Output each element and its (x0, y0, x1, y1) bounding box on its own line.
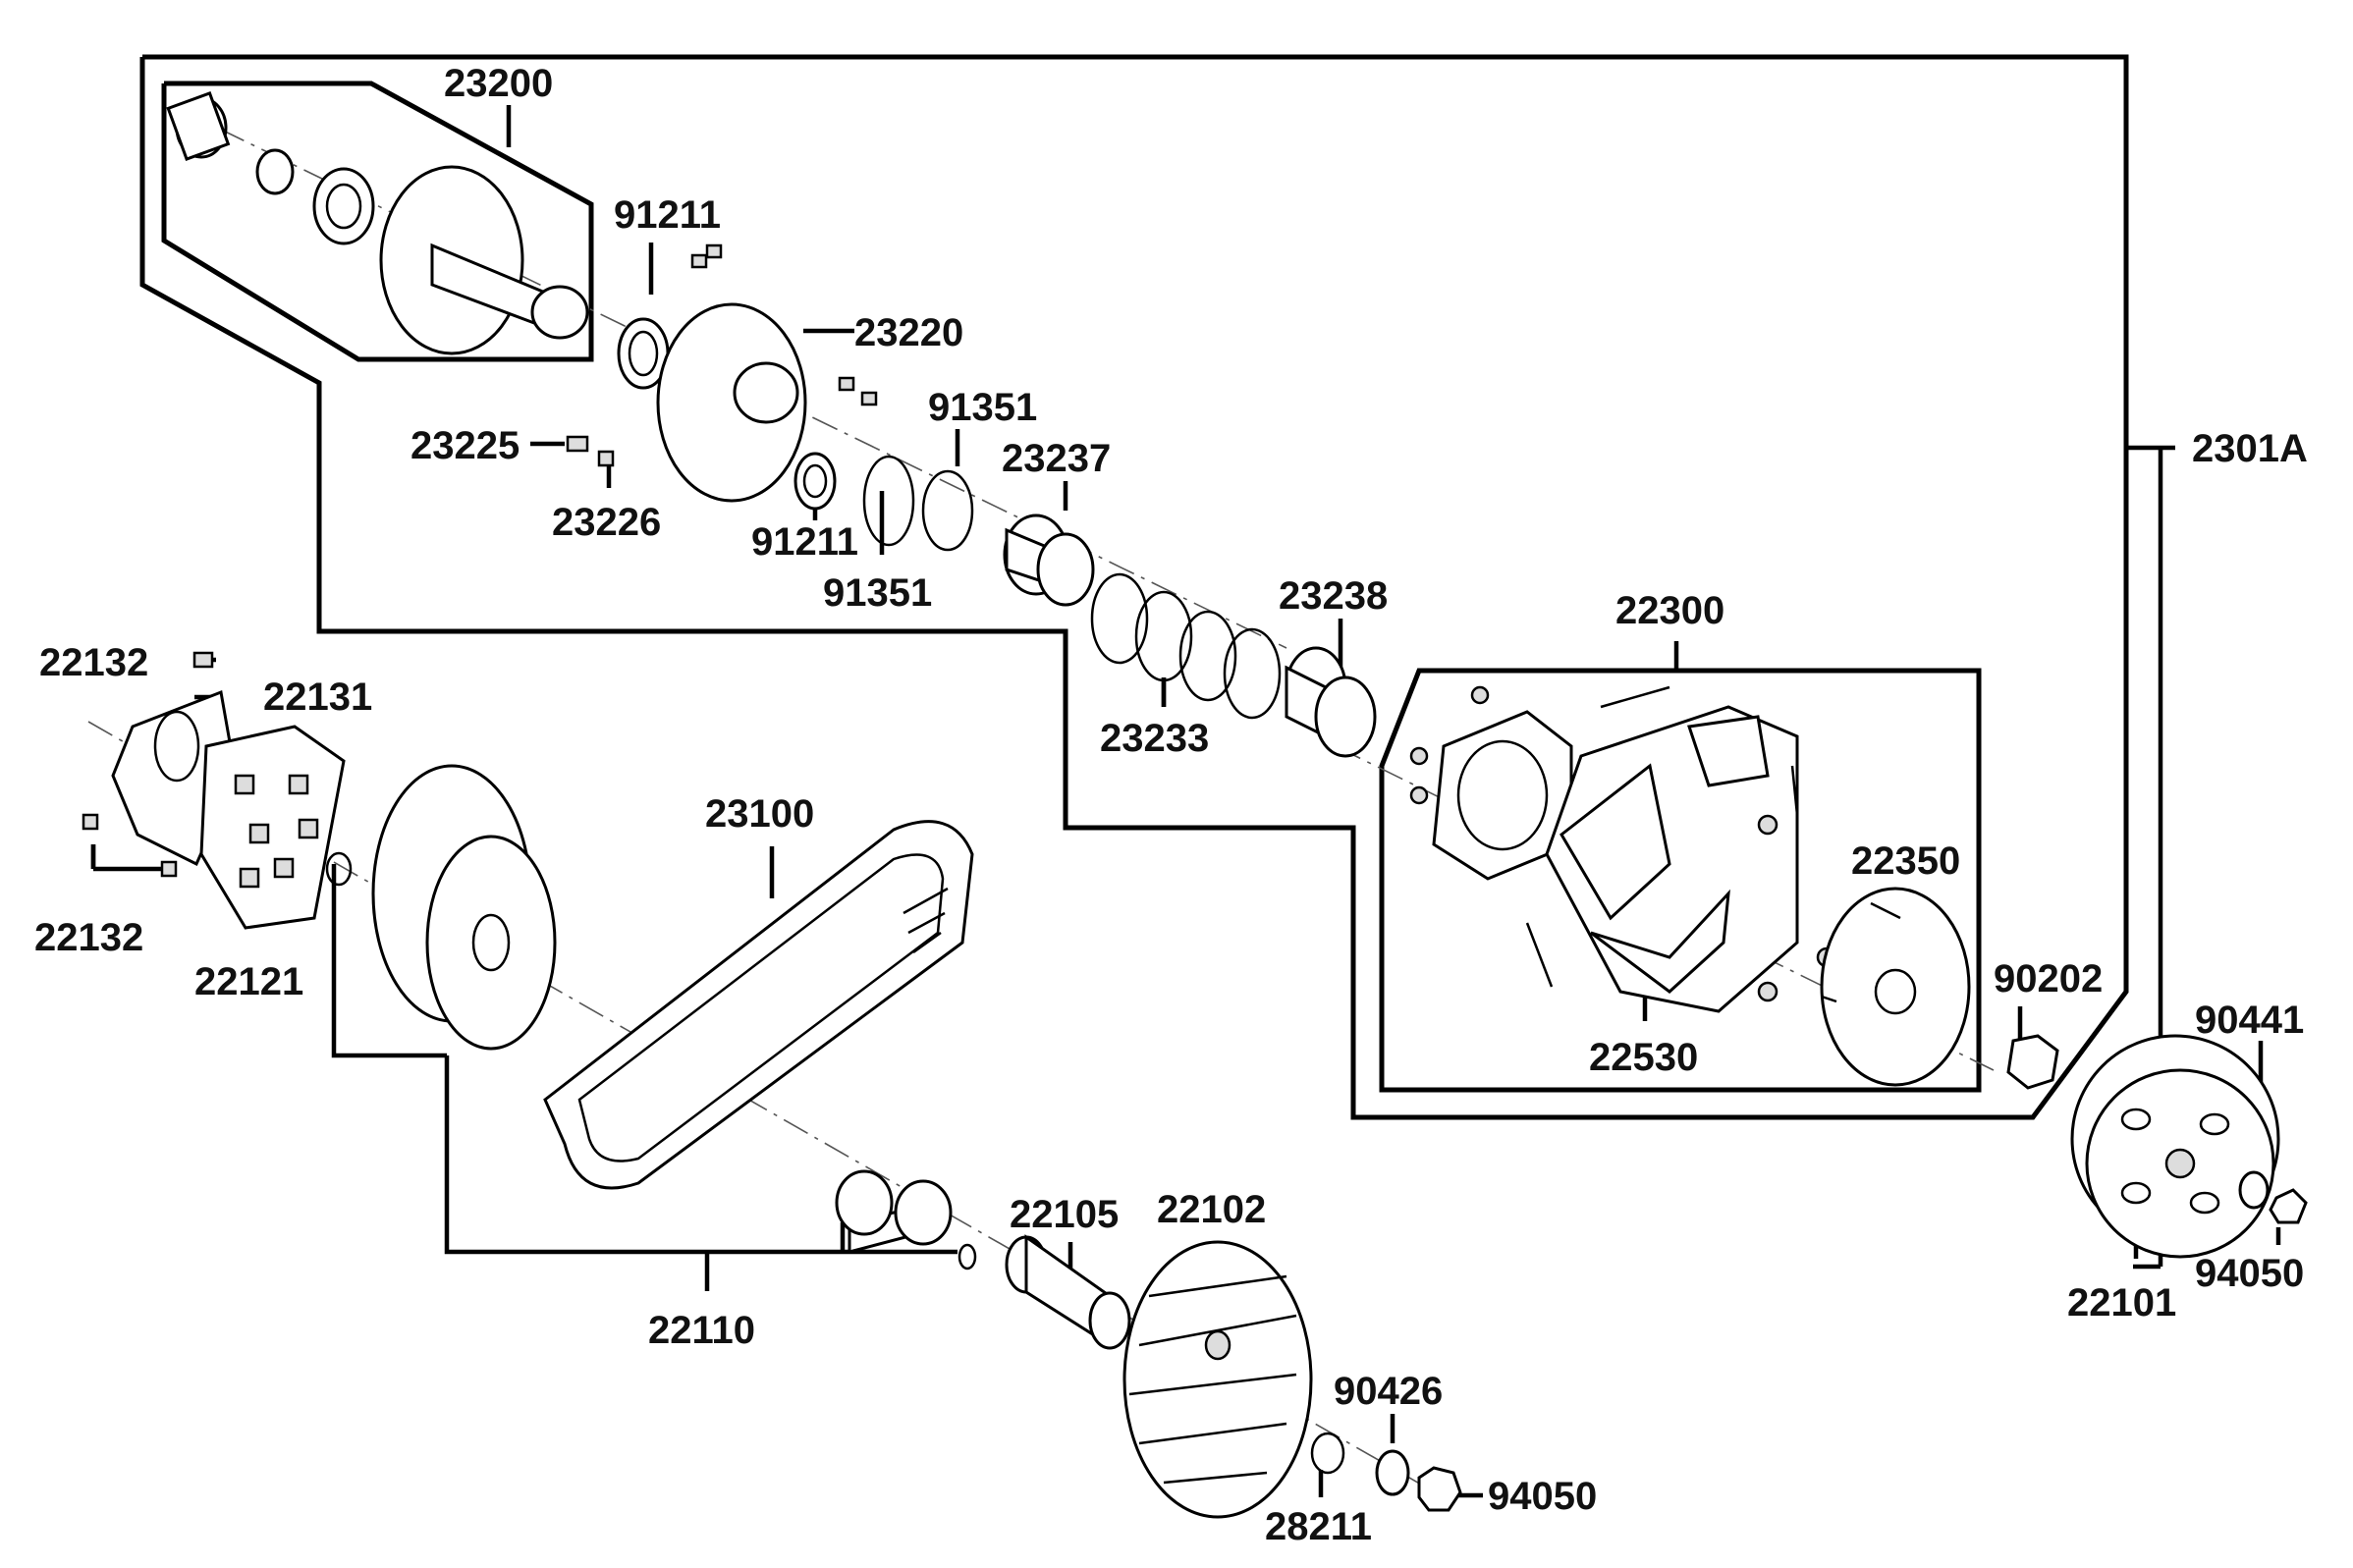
part-22121-rollers (82, 725, 353, 930)
label-23233: 23233 (1100, 717, 1209, 760)
label-28211: 28211 (1265, 1505, 1372, 1548)
part-23238-cup (1285, 646, 1377, 758)
part-23233-spring (1090, 572, 1282, 720)
label-91211-lower: 91211 (751, 520, 858, 564)
group-2301A-outline (139, 54, 2129, 1120)
group-22300-outline (1379, 668, 1982, 1093)
label-90441: 90441 (2195, 999, 2304, 1042)
label-94050-bottom: 94050 (1488, 1475, 1597, 1518)
part-23100-belt (543, 820, 974, 1190)
label-22131: 22131 (263, 676, 372, 719)
label-23100: 23100 (705, 792, 814, 836)
group-23200-outline (161, 81, 594, 362)
part-22350-plate (1820, 887, 1971, 1087)
callout-labels: 23200 91211 23220 91351 23225 23226 9121… (34, 62, 2308, 1548)
label-23237: 23237 (1002, 437, 1111, 480)
label-22101: 22101 (2067, 1281, 2176, 1325)
label-22132-top: 22132 (39, 641, 148, 684)
label-22350: 22350 (1851, 839, 1960, 883)
part-22105-bushing (1005, 1234, 1131, 1350)
part-91351-orings (862, 455, 974, 552)
label-2301A: 2301A (2192, 427, 2308, 470)
label-91351-upper: 91351 (928, 386, 1037, 429)
part-22101-housing (2070, 1034, 2280, 1259)
part-91211-seal (617, 317, 837, 511)
label-22132-bottom: 22132 (34, 916, 143, 959)
label-23238: 23238 (1279, 574, 1388, 618)
label-94050-right: 94050 (2195, 1252, 2304, 1295)
label-23200: 23200 (444, 62, 553, 105)
label-91351-lower: 91351 (823, 571, 932, 615)
label-23226: 23226 (552, 501, 661, 544)
label-23220: 23220 (854, 311, 963, 354)
label-91211-upper: 91211 (614, 193, 721, 237)
label-22105: 22105 (1010, 1193, 1119, 1236)
label-22530: 22530 (1589, 1036, 1698, 1079)
label-23225: 23225 (410, 424, 520, 467)
label-22110: 22110 (648, 1309, 755, 1352)
label-22121: 22121 (194, 960, 303, 1003)
part-90202-nut (2006, 1034, 2059, 1090)
part-23220-sheave (656, 243, 878, 503)
part-22102-fan (1122, 1240, 1313, 1519)
part-23237-collar (1003, 514, 1095, 607)
label-90426: 90426 (1334, 1370, 1443, 1413)
label-22300: 22300 (1615, 589, 1724, 632)
part-90426-washer-nut (1310, 1432, 1462, 1512)
part-23200-assembly (166, 91, 589, 355)
part-22300-clutch (1409, 685, 1837, 1013)
part-22110-pulley (371, 764, 977, 1271)
part-23225-pin (566, 435, 615, 467)
label-22102: 22102 (1157, 1188, 1266, 1231)
label-90202: 90202 (1994, 957, 2103, 1000)
part-90441-washer (2238, 1170, 2308, 1224)
